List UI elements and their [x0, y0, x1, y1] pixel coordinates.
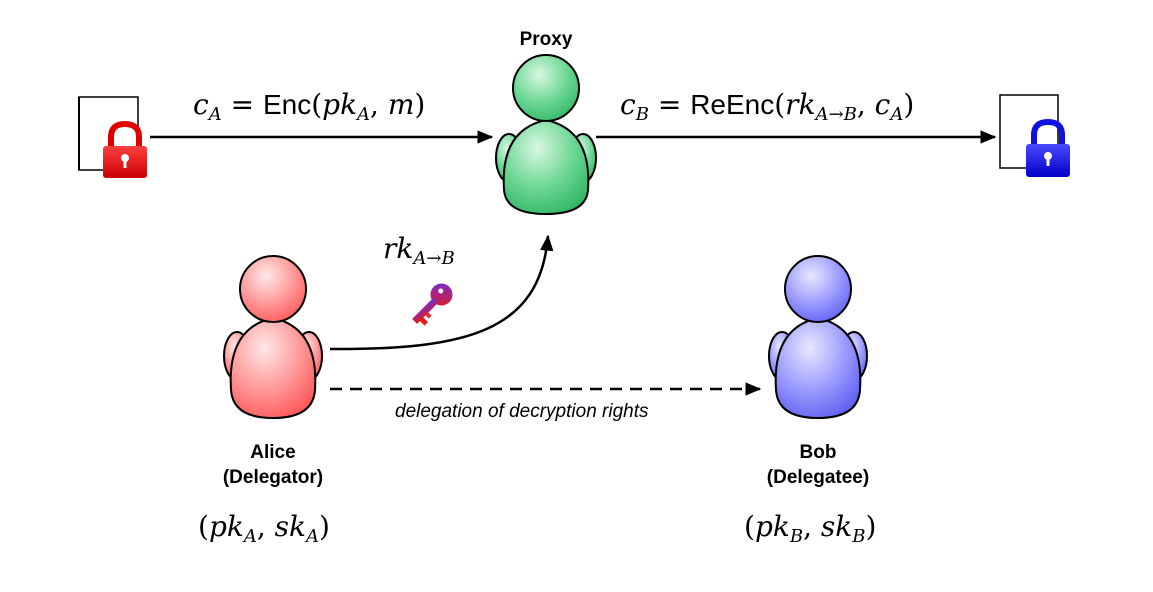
rekey-arrow [329, 234, 554, 351]
delegation-label: delegation of decryption rights [395, 401, 649, 422]
proxy-person-icon [495, 54, 597, 216]
encrypt-label: cA = Enc(pkA, m) [193, 88, 426, 125]
alice-name: Alice [250, 442, 296, 463]
bob-label: Bob (Delegatee) [748, 440, 888, 490]
proxy-name: Proxy [519, 29, 573, 50]
alice-label: Alice (Delegator) [203, 440, 343, 490]
bob-keys: (pkB, skB) [744, 510, 877, 547]
bob-role: (Delegatee) [766, 467, 870, 488]
bob-name: Bob [799, 442, 837, 463]
reencrypt-label: cB = ReEnc(rkA→B, cA) [620, 88, 915, 125]
alice-person-icon [223, 255, 323, 420]
alice-role: (Delegator) [222, 467, 324, 488]
key-icon [412, 283, 453, 326]
alice-keys: (pkA, skA) [198, 510, 330, 547]
bob-person-icon [768, 255, 868, 420]
blue-lock-icon [1026, 118, 1070, 177]
rekey-label: rkA→B [383, 232, 455, 269]
red-lock-icon [103, 120, 147, 178]
